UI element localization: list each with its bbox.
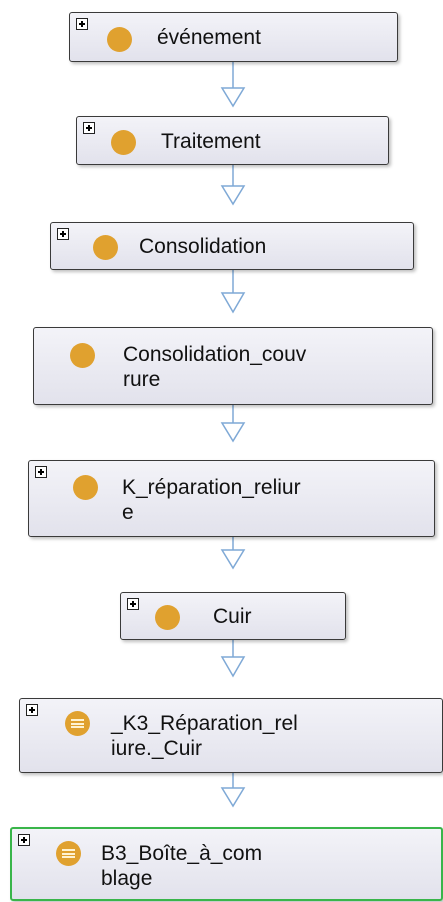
expand-plus-icon[interactable] [35, 466, 47, 478]
class-node-consolidation-couvrure[interactable]: Consolidation_couvrure [33, 327, 433, 405]
class-node-traitement[interactable]: Traitement [76, 116, 389, 165]
expand-plus-icon[interactable] [127, 598, 139, 610]
expand-plus-icon[interactable] [18, 834, 30, 846]
edge-arrowhead [220, 292, 246, 314]
node-label: Cuir [213, 605, 252, 628]
class-circle-icon [70, 343, 95, 368]
class-node-k-reparation-reliure[interactable]: K_réparation_reliure [28, 460, 435, 537]
expand-plus-icon[interactable] [83, 122, 95, 134]
class-node-evenement[interactable]: événement [69, 12, 398, 62]
node-label: Consolidation_couvrure [123, 343, 307, 391]
class-circle-icon [93, 235, 118, 260]
node-label: B3_Boîte_à_comblage [101, 842, 263, 890]
expand-plus-icon[interactable] [76, 18, 88, 30]
class-circle-icon [73, 475, 98, 500]
node-label: _K3_Réparation_reliure._Cuir [111, 712, 298, 760]
node-label: Traitement [161, 130, 261, 153]
edge-arrowhead [220, 549, 246, 570]
edge-arrowhead [220, 185, 246, 206]
edge-arrowhead [220, 422, 246, 443]
class-node-k3-reparation-reliure-cuir[interactable]: _K3_Réparation_reliure._Cuir [19, 698, 443, 773]
edge-arrowhead [220, 87, 246, 108]
node-label: événement [157, 26, 261, 49]
node-label: K_réparation_reliure [122, 476, 301, 524]
defined-class-icon [56, 841, 81, 866]
class-circle-icon [107, 27, 132, 52]
node-label: Consolidation [139, 235, 267, 258]
class-circle-icon [111, 130, 136, 155]
class-circle-icon [155, 605, 180, 630]
expand-plus-icon[interactable] [26, 704, 38, 716]
expand-plus-icon[interactable] [57, 228, 69, 240]
edge-arrowhead [220, 787, 246, 808]
edge-arrowhead [220, 656, 246, 678]
class-node-b3-boite-a-comblage[interactable]: B3_Boîte_à_comblage [10, 827, 443, 901]
class-node-cuir[interactable]: Cuir [120, 592, 346, 640]
class-node-consolidation[interactable]: Consolidation [50, 222, 414, 270]
defined-class-icon [65, 711, 90, 736]
